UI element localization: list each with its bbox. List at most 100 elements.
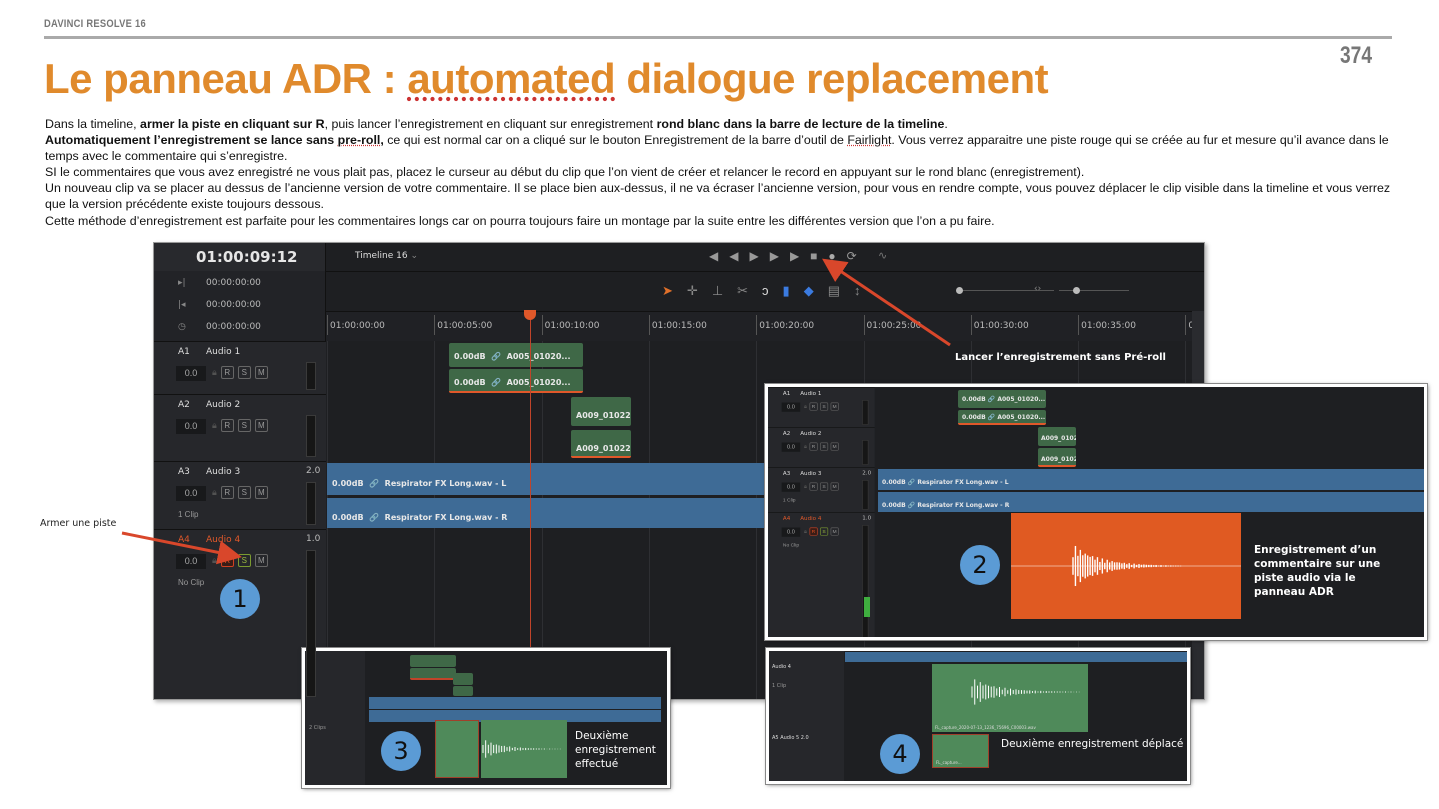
lock-icon[interactable]: 🔒︎	[212, 367, 217, 377]
level-meter	[862, 440, 869, 465]
audio-clip: A009_01022...	[1038, 448, 1076, 467]
record-icon[interactable]: ●	[828, 249, 847, 263]
volume-field[interactable]: 0.0	[781, 527, 801, 537]
lock-icon[interactable]: 🔒︎	[803, 483, 807, 490]
loop-icon[interactable]: ⟳	[846, 249, 868, 263]
lock-icon[interactable]: 🔒︎	[212, 487, 217, 497]
record-arm-button[interactable]: R	[809, 482, 818, 491]
timeline-name: Timeline 16	[355, 251, 408, 261]
record-arm-button[interactable]: R	[809, 527, 818, 536]
pointer-icon[interactable]: ➤	[662, 283, 687, 298]
level-meter	[306, 415, 316, 457]
solo-button[interactable]: S	[237, 419, 251, 432]
playhead[interactable]	[530, 319, 531, 699]
record-arm-button[interactable]: R	[220, 486, 234, 499]
zoom-vertical-icon[interactable]: ↕	[854, 283, 875, 298]
lock-icon[interactable]: 🔒︎	[212, 555, 217, 565]
view-icon[interactable]: ▤	[827, 283, 854, 298]
vertical-zoom-slider[interactable]	[956, 287, 1054, 294]
track-name: Audio 4	[800, 515, 822, 522]
audio-clip[interactable]: 0.00dB 🔗 A005_01020...	[449, 369, 583, 393]
audio-clip[interactable]: A009_01022...	[571, 430, 631, 458]
volume-field[interactable]: 0.0	[781, 402, 801, 412]
fast-forward-icon[interactable]: ▶▶	[749, 249, 790, 263]
volume-field[interactable]: 0.0	[176, 486, 206, 501]
level-meter	[862, 525, 869, 637]
solo-button[interactable]: S	[819, 442, 829, 451]
mute-button[interactable]: M	[254, 554, 268, 567]
audio-clip: A009_01022...	[1038, 427, 1076, 446]
record-arm-button[interactable]: R	[220, 419, 234, 432]
mute-button[interactable]: M	[830, 482, 839, 491]
volume-field[interactable]: 0.0	[176, 366, 206, 381]
mute-button[interactable]: M	[254, 366, 268, 379]
mute-button[interactable]: M	[254, 486, 268, 499]
stop-icon[interactable]: ■	[810, 249, 829, 263]
audio-clip	[845, 652, 1187, 662]
automation-icon[interactable]: ∿	[878, 250, 888, 262]
mute-button[interactable]: M	[830, 527, 839, 536]
track-channels: 1.0	[306, 534, 321, 544]
rewind-icon[interactable]: ◀◀	[709, 249, 750, 263]
ruler-tick: 01:00:30:00	[970, 315, 1029, 335]
clip-name: Respirator FX Long.wav - R	[917, 502, 1010, 509]
title-part: dialogue replacement	[615, 55, 1049, 102]
body-text: Dans la timeline, armer la piste en cliq…	[45, 116, 1405, 229]
track-id: A4	[178, 535, 190, 545]
audio-clip[interactable]: 0.00dB 🔗 A005_01020...	[449, 343, 583, 367]
solo-button[interactable]: S	[819, 402, 829, 411]
solo-button[interactable]: S	[819, 482, 829, 491]
solo-button[interactable]: S	[237, 486, 251, 499]
volume-field[interactable]: 0.0	[781, 442, 801, 452]
audio-clip[interactable]: A009_01022...	[571, 397, 631, 426]
horizontal-zoom-slider[interactable]	[1059, 287, 1129, 294]
clip-count: No Clip	[178, 578, 205, 587]
mute-button[interactable]: M	[830, 402, 839, 411]
paragraph: Dans la timeline, armer la piste en cliq…	[45, 116, 1405, 132]
lock-icon[interactable]: 🔒︎	[803, 403, 807, 410]
volume-field[interactable]: 0.0	[176, 554, 206, 569]
audio-clip: 0.00dB 🔗 A005_01020...	[958, 390, 1046, 408]
lock-icon[interactable]: 🔒︎	[803, 528, 807, 535]
track-id: A3	[782, 470, 791, 477]
clip-name: A009_01022...	[1041, 435, 1076, 442]
text: , puis lancer l’enregistrement en cliqua…	[324, 117, 657, 131]
text: pre-roll	[337, 133, 381, 148]
solo-button[interactable]: S	[819, 527, 829, 536]
volume-field[interactable]: 0.0	[781, 482, 801, 492]
lock-icon[interactable]: 🔒︎	[212, 420, 217, 430]
flag-icon[interactable]: ◆	[803, 283, 828, 298]
ruler-tick: 01:00:10:00	[541, 315, 600, 335]
text: Fairlight	[847, 133, 892, 148]
razor-icon[interactable]: ✂	[737, 283, 763, 298]
mute-button[interactable]: M	[830, 442, 839, 451]
text: rond blanc dans la barre de lecture de l…	[656, 117, 945, 131]
track-a5: A5 Audio 5 2.0	[772, 735, 809, 741]
trim-icon[interactable]: ⊥	[711, 283, 738, 298]
volume-field[interactable]: 0.0	[176, 419, 206, 434]
record-arm-button[interactable]: R	[809, 402, 818, 411]
timeline-selector[interactable]: Timeline 16 ⌄	[355, 251, 418, 261]
playhead-handle[interactable]	[524, 310, 536, 320]
title-part: automated	[407, 55, 616, 102]
track-channels: 2.0	[862, 470, 872, 477]
clip-name: A005_01020...	[506, 352, 571, 361]
clip-name: A005_01020...	[997, 396, 1046, 403]
record-arm-button[interactable]: R	[809, 442, 818, 451]
record-arm-button[interactable]: R	[220, 366, 234, 379]
track-id: A1	[178, 347, 190, 357]
range-select-icon[interactable]: ✛	[686, 283, 712, 298]
track-id: A4	[782, 515, 791, 522]
play-icon[interactable]: ▶	[789, 249, 811, 263]
ruler-tick: 01:00:25:00	[863, 315, 921, 335]
inset-moved-recording: Audio 4 1 Clip A5 Audio 5 2.0 FL_capture…	[765, 647, 1191, 785]
snap-icon[interactable]: ↄ	[762, 283, 783, 298]
marker-flag-icon[interactable]: ▮	[782, 283, 804, 298]
lock-icon[interactable]: 🔒︎	[803, 443, 807, 450]
recording-clip	[1011, 513, 1241, 619]
mute-button[interactable]: M	[254, 419, 268, 432]
solo-button[interactable]: S	[237, 366, 251, 379]
